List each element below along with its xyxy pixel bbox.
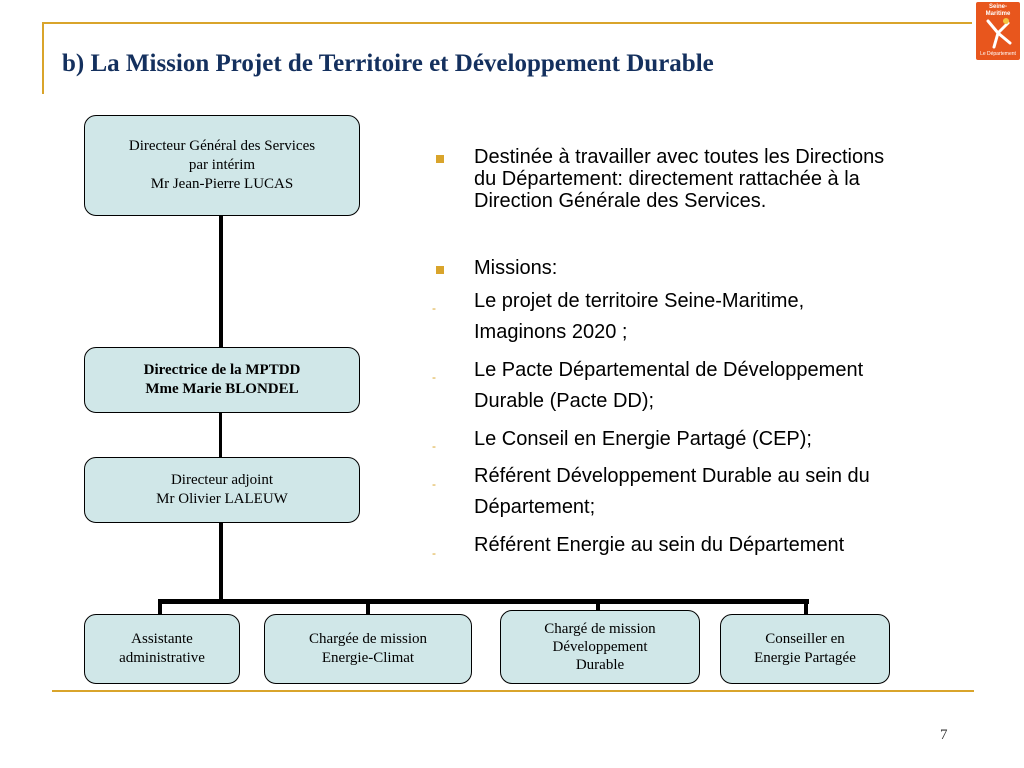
bullet-square-icon xyxy=(436,155,444,163)
org-box-deputy-director: Directeur adjoint Mr Olivier LALEUW xyxy=(84,457,360,523)
mission-item: Référent Développement Durable au sein d… xyxy=(474,465,870,487)
footer-divider xyxy=(52,690,974,692)
dash-bullet-icon: - xyxy=(432,546,436,560)
connector-deputy-to-bus xyxy=(219,522,223,602)
connector-bus-to-staff-4 xyxy=(804,599,808,615)
dash-bullet-icon: - xyxy=(432,477,436,491)
dash-bullet-icon: - xyxy=(432,370,436,384)
connector-horizontal-bus xyxy=(158,599,809,604)
org-box-text: Directeur Général des Services xyxy=(128,138,316,154)
org-box-director-general: Directeur Général des Services par intér… xyxy=(84,115,360,216)
frame-left-accent xyxy=(42,22,44,94)
org-box-text: Mr Jean-Pierre LUCAS xyxy=(150,176,294,192)
org-box-director-mptdd: Directrice de la MPTDD Mme Marie BLONDEL xyxy=(84,347,360,413)
org-box-text: Mme Marie BLONDEL xyxy=(145,381,299,397)
org-box-text: administrative xyxy=(119,650,205,666)
mission-item: Durable (Pacte DD); xyxy=(474,390,655,412)
logo-bottom-text: Le Département xyxy=(980,51,1016,57)
org-box-text: Directrice de la MPTDD xyxy=(143,362,301,378)
org-box-text: Mr Olivier LALEUW xyxy=(156,491,288,507)
logo-star-icon xyxy=(986,18,1012,49)
bullet-text: Missions: xyxy=(474,257,558,279)
connector-bus-to-staff-1 xyxy=(158,599,162,615)
dash-bullet-icon: - xyxy=(432,301,436,315)
bullet-square-icon xyxy=(436,266,444,274)
connector-director-to-deputy xyxy=(219,412,222,458)
org-box-text: Développement xyxy=(552,639,648,655)
mission-item: Département; xyxy=(474,496,596,518)
connector-dg-to-director xyxy=(219,215,223,348)
mission-item: Le Pacte Départemental de Développement xyxy=(474,359,864,381)
org-box-text: par intérim xyxy=(188,157,256,173)
org-box-text: Chargé de mission xyxy=(544,621,656,637)
mission-item: Référent Energie au sein du Département xyxy=(474,534,845,556)
mission-item: Imaginons 2020 ; xyxy=(474,321,628,343)
org-box-text: Chargée de mission xyxy=(308,631,428,647)
seine-maritime-logo: Seine-Maritime Le Département xyxy=(976,2,1020,60)
org-box-staff-assistant: Assistante administrative xyxy=(84,614,240,684)
org-box-staff-developpement-durable: Chargé de mission Développement Durable xyxy=(500,610,700,684)
mission-item: Le Conseil en Energie Partagé (CEP); xyxy=(474,428,812,450)
mission-item: Le projet de territoire Seine-Maritime, xyxy=(474,290,805,312)
org-box-text: Conseiller en xyxy=(765,631,845,647)
org-box-text: Directeur adjoint xyxy=(170,472,274,488)
dash-bullet-icon: - xyxy=(432,439,436,453)
logo-top-text: Seine-Maritime xyxy=(985,4,1011,17)
org-box-text: Energie Partagée xyxy=(754,650,856,666)
bullet-text: Direction Générale des Services. xyxy=(474,190,767,212)
org-box-text: Assistante xyxy=(131,631,193,647)
org-box-text: Energie-Climat xyxy=(321,650,415,666)
connector-bus-to-staff-3 xyxy=(596,599,600,615)
frame-top-accent xyxy=(42,22,972,24)
org-box-staff-energie-partagee: Conseiller en Energie Partagée xyxy=(720,614,890,684)
page-number: 7 xyxy=(940,727,948,743)
org-box-text: Durable xyxy=(575,657,625,673)
slide-title: b) La Mission Projet de Territoire et Dé… xyxy=(62,50,714,77)
bullet-text: Destinée à travailler avec toutes les Di… xyxy=(474,146,885,168)
bullet-text: du Département: directement rattachée à … xyxy=(474,168,860,190)
org-box-staff-energie-climat: Chargée de mission Energie-Climat xyxy=(264,614,472,684)
connector-bus-to-staff-2 xyxy=(366,599,370,615)
